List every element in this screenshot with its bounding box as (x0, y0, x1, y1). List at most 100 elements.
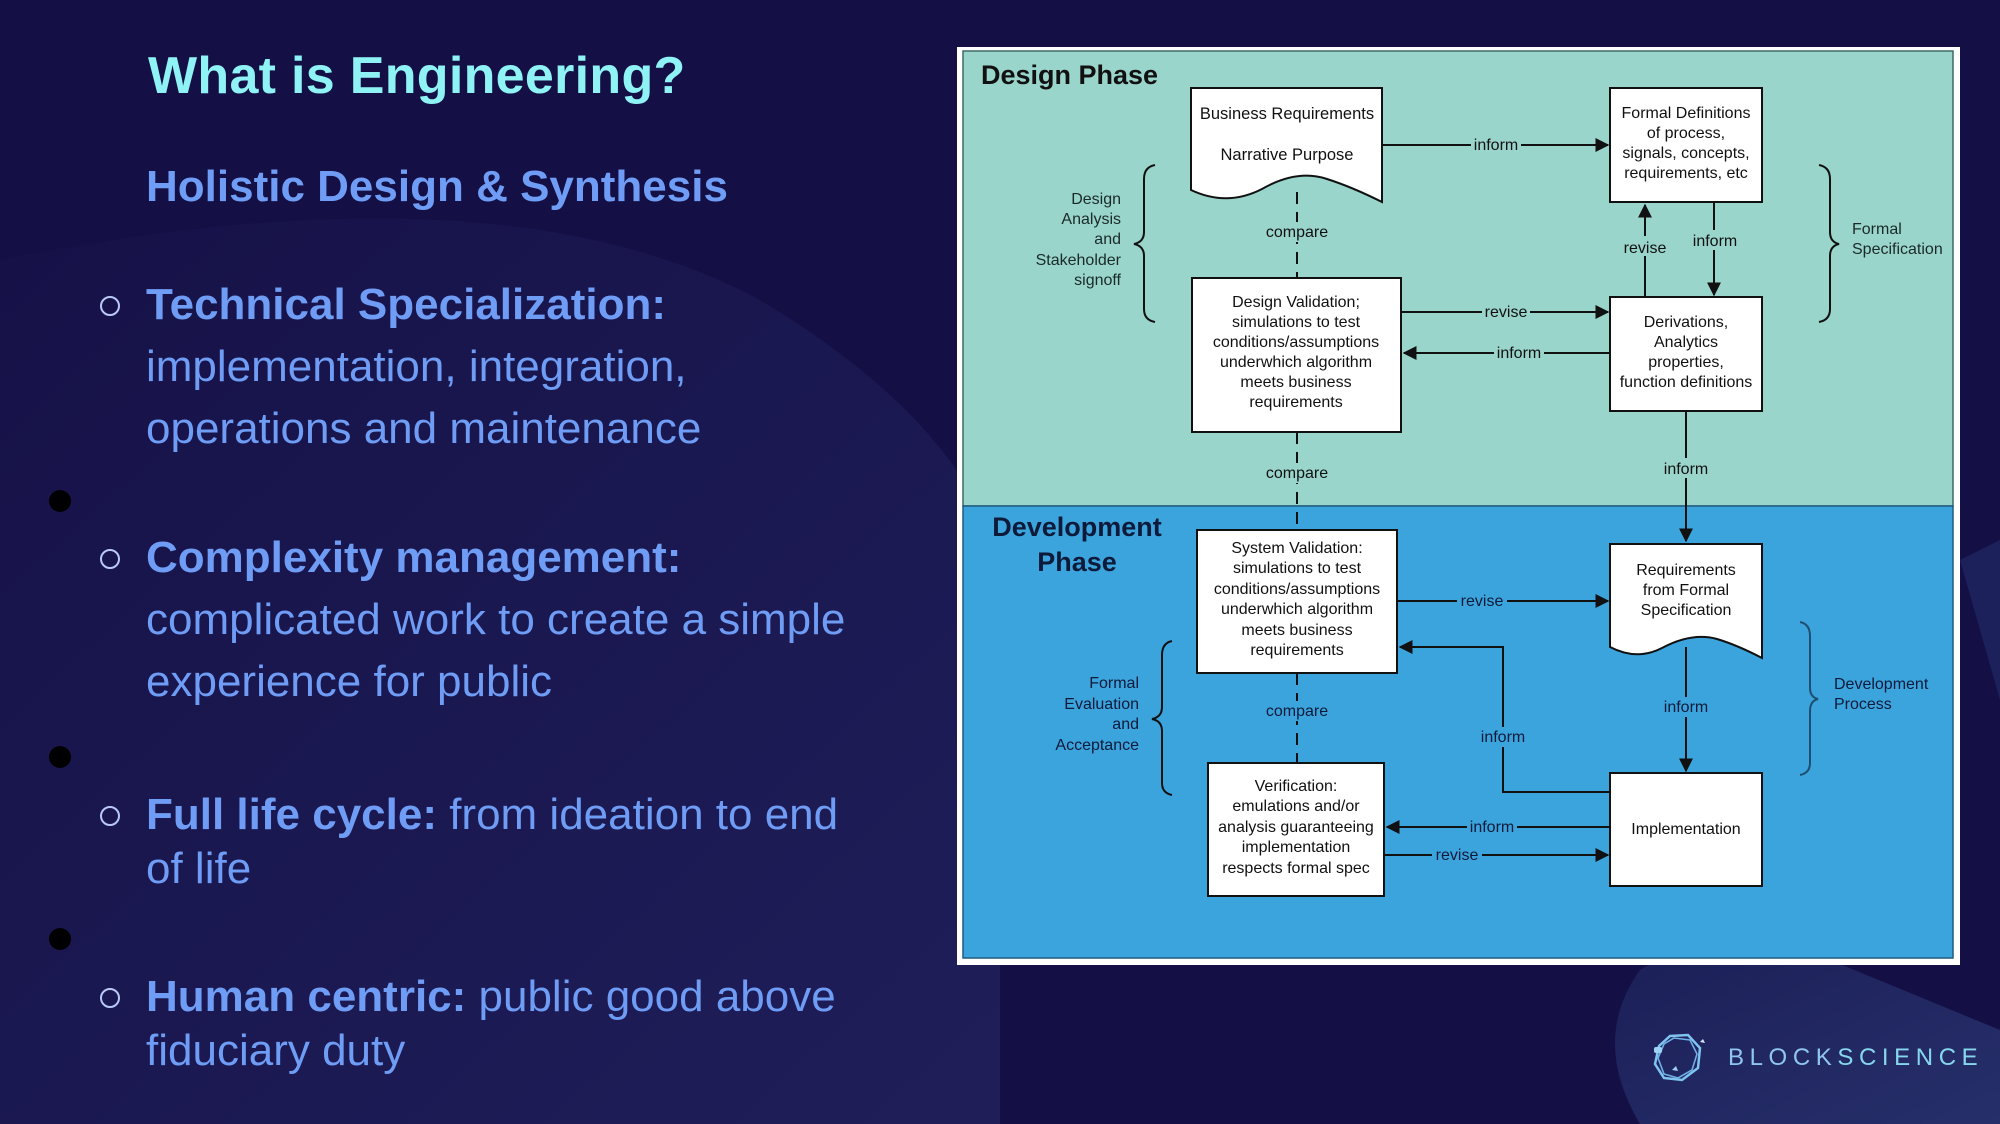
box-text: Implementation (1631, 821, 1740, 838)
box-verification (1207, 762, 1385, 897)
hollow-bullet-icon (100, 549, 120, 569)
box-text: signals, concepts, (1622, 145, 1749, 162)
box-text: analysis guaranteeing (1218, 819, 1374, 836)
bullet-technical-specialization: Technical Specialization: implementation… (100, 274, 906, 460)
bullet-line: implementation, integration, (146, 342, 687, 391)
brace-label: Analysis (1061, 211, 1121, 228)
edge-label: revise (1485, 304, 1528, 321)
box-text: Requirements (1636, 562, 1736, 579)
box-text: Specification (1641, 602, 1732, 619)
design-phase-region (962, 50, 1954, 507)
edge-label: inform (1693, 233, 1737, 250)
edge-label: revise (1624, 240, 1667, 257)
bullet-complexity-management: Complexity management: complicated work … (100, 527, 906, 713)
box-text: from Formal (1643, 582, 1729, 599)
bullet-line: operations and maintenance (146, 404, 702, 453)
blockscience-logo-icon (1653, 1033, 1705, 1082)
brace-formal-evaluation (1151, 640, 1173, 796)
box-derivations (1609, 296, 1763, 412)
box-text: requirements, etc (1624, 165, 1748, 182)
box-text: Narrative Purpose (1221, 146, 1354, 164)
box-text: meets business (1241, 622, 1352, 639)
wordmark-science: SCIENCE (1837, 1044, 1984, 1071)
edge-label: compare (1266, 465, 1328, 482)
brace-label: Design (1071, 191, 1121, 208)
box-text: conditions/assumptions (1214, 581, 1380, 598)
edge-label: inform (1664, 461, 1708, 478)
bullet-line: fiduciary duty (146, 1026, 406, 1075)
box-text: conditions/assumptions (1213, 334, 1379, 351)
bullet-line: of life (146, 844, 252, 893)
box-formal-definitions (1609, 87, 1763, 203)
box-text: requirements (1250, 642, 1343, 659)
brace-development-process (1799, 621, 1819, 776)
brace-label: Formal (1852, 221, 1902, 238)
edge-label: inform (1474, 137, 1518, 154)
box-text: Formal Definitions (1622, 105, 1751, 122)
brace-label: Development (1834, 676, 1929, 693)
box-requirements-from-formal-spec (1609, 543, 1763, 660)
edge-label: revise (1461, 593, 1504, 610)
edge-label: revise (1436, 847, 1479, 864)
box-business-requirements (1190, 87, 1383, 204)
edge-impl-to-sv (1398, 640, 1610, 793)
box-text: underwhich algorithm (1220, 354, 1372, 371)
brace-label: and (1094, 231, 1121, 248)
brace-label: Formal (1089, 675, 1139, 692)
development-phase-title-line2: Phase (1037, 547, 1117, 577)
box-text: simulations to test (1232, 314, 1361, 331)
bullet-full-life-cycle: Full life cycle: from ideation to end of… (100, 788, 906, 896)
bg-wedge-right (1615, 947, 2000, 1124)
bullet-heading: Technical Specialization: (146, 280, 666, 329)
brace-label: Specification (1852, 241, 1943, 258)
box-text: Analytics (1654, 334, 1718, 351)
brace-label: Process (1834, 696, 1892, 713)
diagram-canvas: Design Phase Development Phase inform co… (962, 50, 1954, 959)
bullet-heading: Complexity management: (146, 533, 682, 582)
development-phase-region (962, 505, 1954, 959)
box-text: requirements (1249, 394, 1342, 411)
box-text: function definitions (1620, 374, 1753, 391)
brace-label: and (1112, 716, 1139, 733)
box-design-validation (1191, 277, 1402, 433)
slide-title: What is Engineering? (148, 47, 686, 105)
box-text: Derivations, (1644, 314, 1728, 331)
box-text: Verification: (1255, 778, 1338, 795)
box-text: underwhich algorithm (1221, 601, 1373, 618)
bullet-inline-text: from ideation to end (436, 790, 839, 839)
brace-label: Stakeholder (1036, 252, 1122, 269)
bullet-inline-text: public good above (466, 972, 836, 1021)
filled-bullet-icon (49, 928, 71, 950)
box-text: respects formal spec (1222, 860, 1370, 877)
brace-design-analysis (1133, 164, 1156, 323)
filled-bullet-icon (49, 490, 71, 512)
development-phase-title-line1: Development (992, 512, 1162, 542)
edge-label: inform (1664, 699, 1708, 716)
brace-label: Acceptance (1055, 737, 1139, 754)
edge-label: compare (1266, 703, 1328, 720)
box-text: meets business (1240, 374, 1351, 391)
box-text: Business Requirements (1200, 105, 1374, 123)
box-system-validation (1196, 529, 1398, 674)
edge-label: inform (1481, 729, 1525, 746)
box-text: properties, (1648, 354, 1724, 371)
bullet-line: complicated work to create a simple (146, 595, 846, 644)
box-text: implementation (1242, 839, 1351, 856)
box-text: Design Validation; (1232, 294, 1360, 311)
edge-label: inform (1470, 819, 1514, 836)
brace-label: signoff (1074, 272, 1121, 289)
bg-wedge-left (0, 218, 1000, 1124)
edge-label: compare (1266, 224, 1328, 241)
bullet-heading: Human centric: (146, 972, 467, 1021)
bg-wedge-right-upper (1960, 540, 2000, 700)
brace-formal-specification (1818, 164, 1840, 323)
blockscience-wordmark: BLOCKSCIENCE (1728, 1044, 1983, 1072)
bullet-human-centric: Human centric: public good above fiducia… (100, 970, 906, 1078)
hollow-bullet-icon (100, 296, 120, 316)
hollow-bullet-icon (100, 988, 120, 1008)
box-text: System Validation: (1231, 540, 1362, 557)
design-phase-title: Design Phase (981, 60, 1158, 90)
box-text: of process, (1647, 125, 1725, 142)
filled-bullet-icon (49, 746, 71, 768)
bullet-line: experience for public (146, 657, 553, 706)
